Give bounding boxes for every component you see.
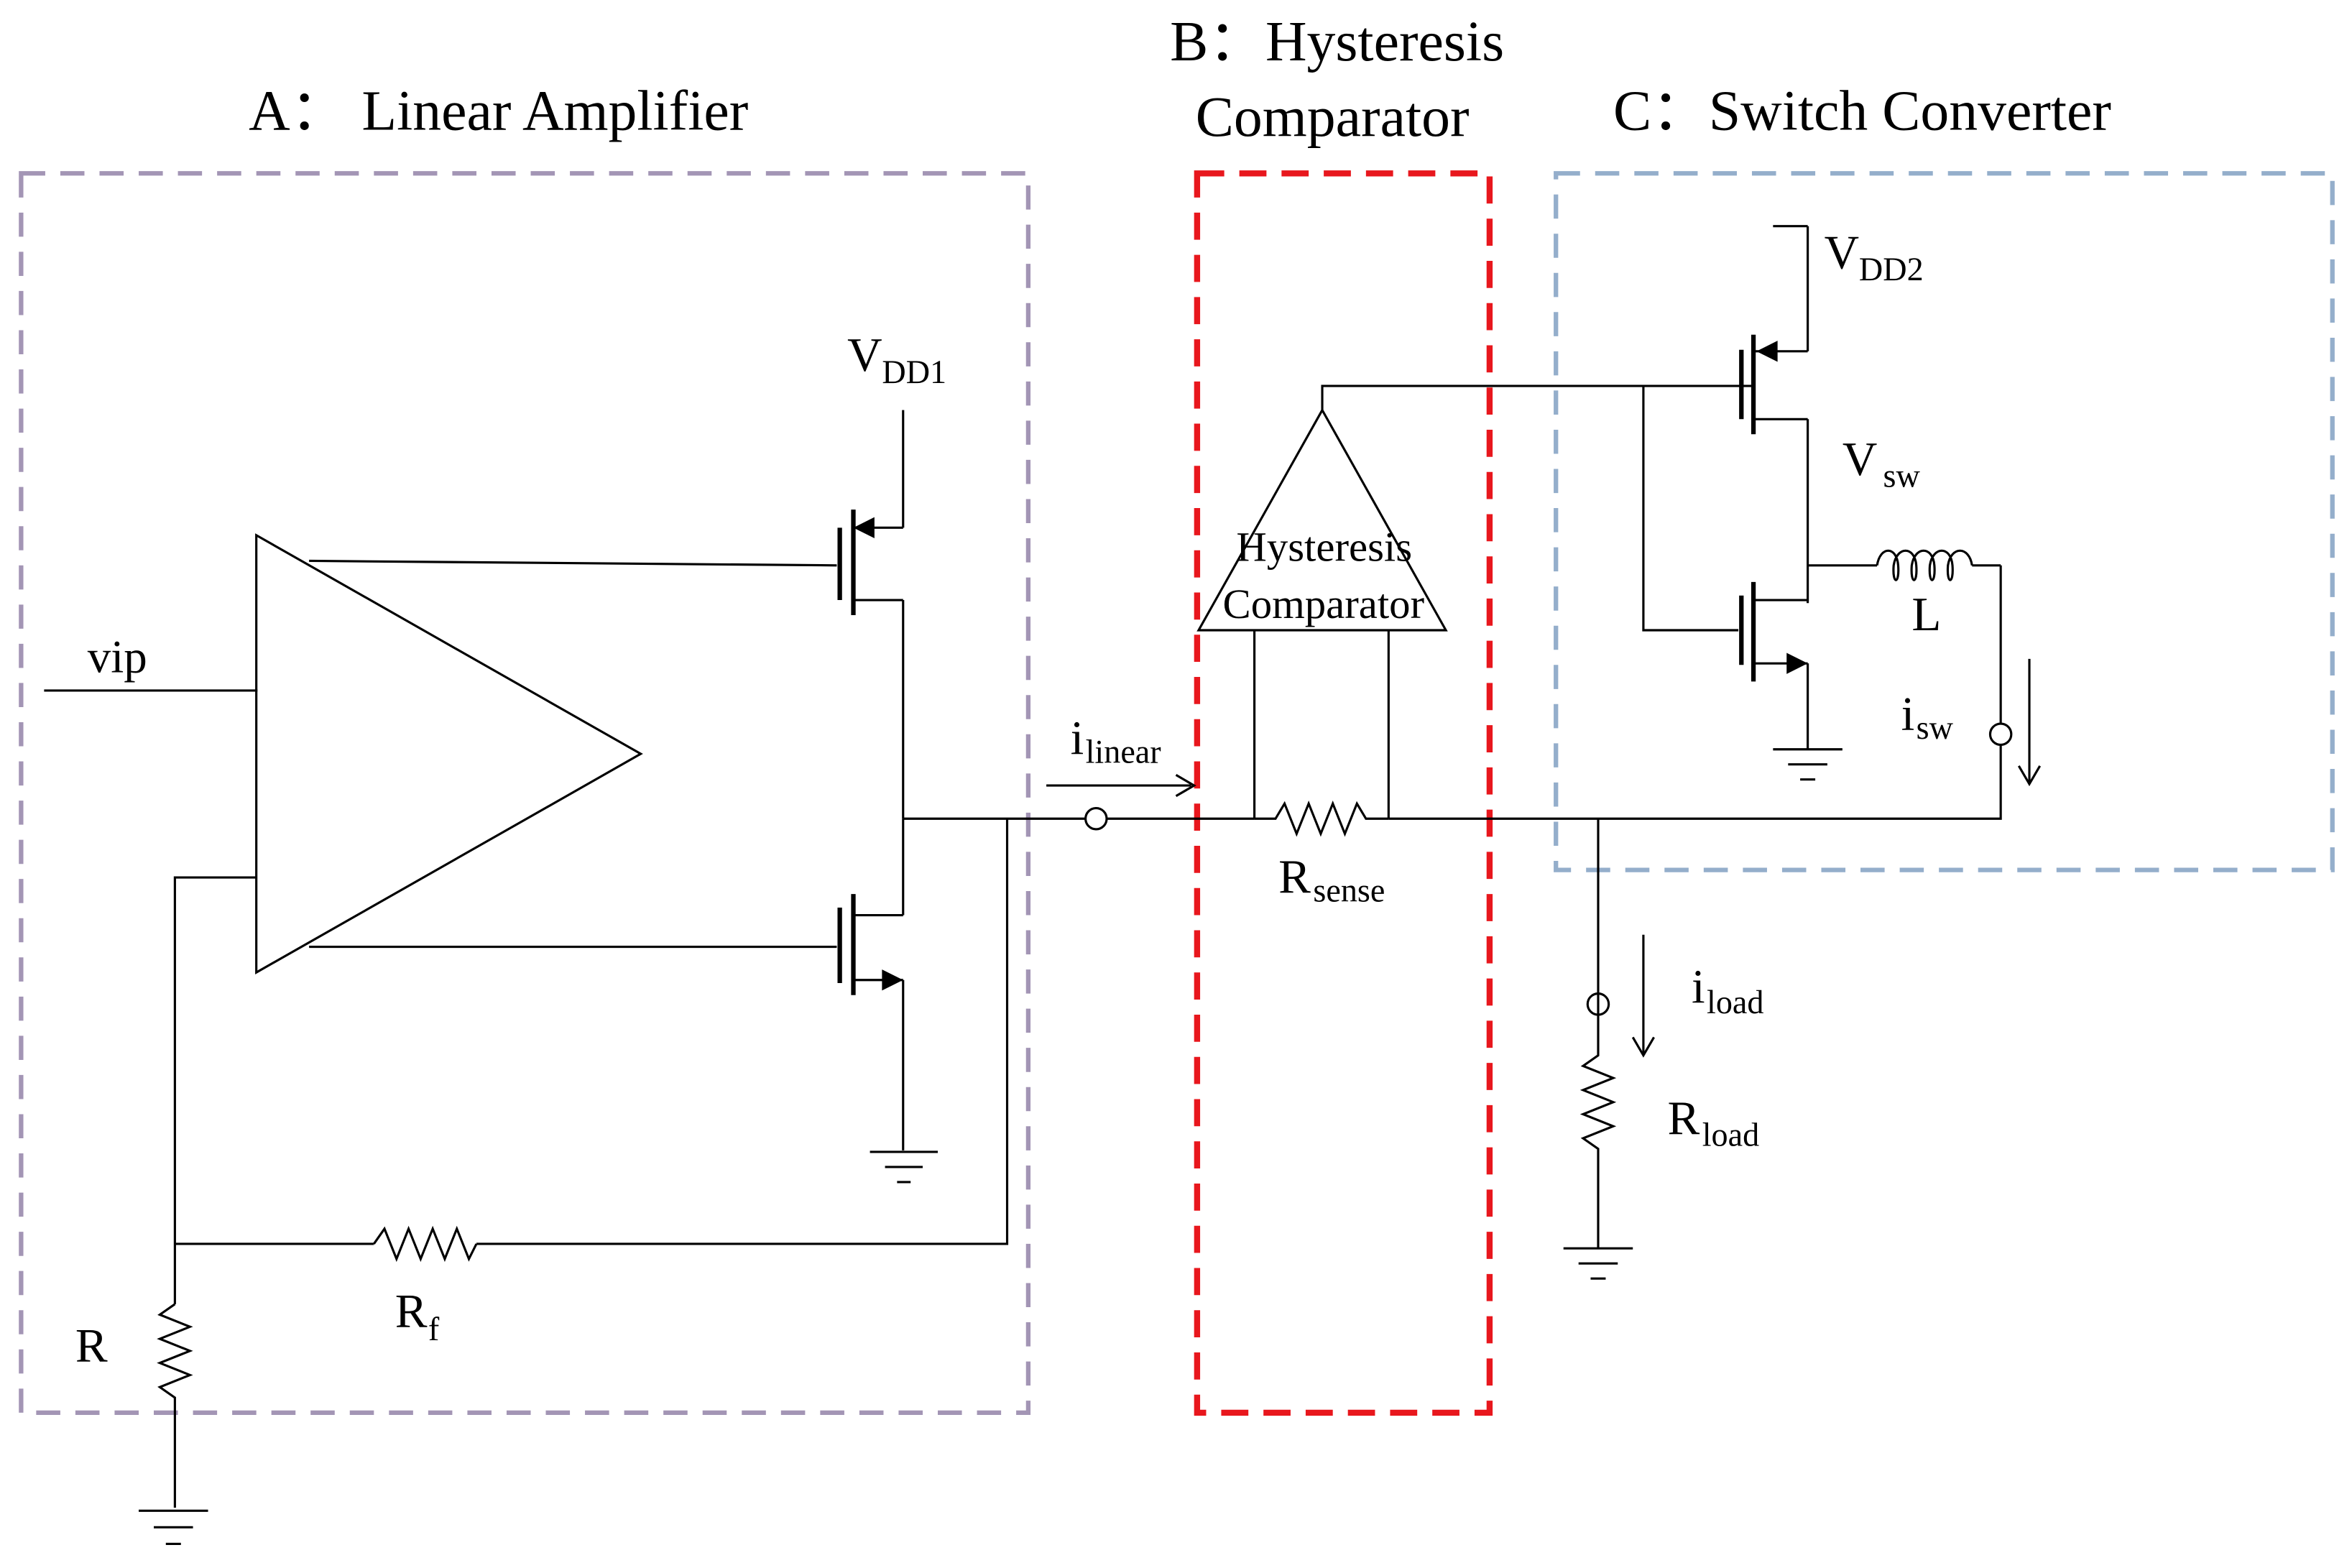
title-switch-converter: C：Switch Converter <box>1613 79 2111 142</box>
rf-subscript: f <box>428 1311 440 1347</box>
switch-converter-box <box>1554 171 2335 872</box>
hysteresis-comparator-triangle <box>1196 407 1448 632</box>
r-resistor <box>157 1303 193 1508</box>
rsense-label: R <box>1278 849 1311 903</box>
rf-resistor <box>373 1225 478 1263</box>
ilinear-arrow-head <box>1175 774 1196 798</box>
isw-probe-icon <box>1988 722 2013 747</box>
inductor-label: L <box>1911 587 1941 641</box>
iload-subscript: load <box>1707 984 1763 1020</box>
feedback-loop-wire <box>175 818 1009 1245</box>
vdd2-label: V <box>1825 225 1859 279</box>
rf-label: R <box>395 1283 428 1337</box>
inductor-coil-icon <box>1876 550 1973 581</box>
switch-nmos-transistor <box>1739 581 1809 750</box>
rload-resistor <box>1579 818 1617 1249</box>
output-bus-wire <box>1388 565 2002 820</box>
comparator-label-line2: Comparator <box>1223 581 1425 627</box>
rload-label: R <box>1667 1091 1700 1145</box>
rsense-resistor <box>1254 801 1389 837</box>
title-linear-amplifier: A： Linear Amplifier <box>249 79 748 142</box>
iload-label: i <box>1692 959 1705 1013</box>
isw-arrow-head <box>2017 765 2042 787</box>
switch-pmos-transistor <box>1739 225 1809 604</box>
vip-label: vip <box>88 632 147 683</box>
opamp-to-pmos-gate-wire <box>309 559 837 567</box>
vsw-subscript: sw <box>1883 458 1920 494</box>
title-hysteresis-line2: Comparator <box>1196 86 1470 149</box>
ground-icon <box>870 1150 939 1184</box>
rload-subscript: load <box>1702 1117 1759 1153</box>
comparator-output-wire <box>1321 384 1754 410</box>
ilinear-probe-icon <box>1084 806 1108 831</box>
r-label: R <box>75 1319 108 1373</box>
rsense-subscript: sense <box>1313 872 1385 909</box>
comparator-label-line1: Hysteresis <box>1236 523 1412 570</box>
ground-icon <box>139 1509 208 1546</box>
op-amp-triangle <box>255 533 643 974</box>
ground-icon <box>1563 1247 1633 1280</box>
vsw-label: V <box>1843 432 1877 486</box>
iload-arrow-head <box>1631 1036 1655 1058</box>
vdd1-subscript: DD1 <box>882 354 946 390</box>
title-hysteresis-line1: B：Hysteresis <box>1170 10 1504 73</box>
vdd1-label: V <box>847 328 882 382</box>
isw-label: i <box>1901 686 1915 740</box>
ilinear-label: i <box>1071 711 1084 765</box>
linear-nmos-transistor <box>837 818 905 1150</box>
feedback-input-wire <box>173 876 257 1304</box>
linear-amplifier-box <box>19 171 1031 1416</box>
hysteresis-comparator-box <box>1194 170 1493 1416</box>
ground-icon <box>1773 748 1843 781</box>
isw-subscript: sw <box>1917 709 1954 746</box>
linear-pmos-transistor <box>837 410 905 819</box>
vdd2-subscript: DD2 <box>1859 251 1924 287</box>
ilinear-subscript: linear <box>1086 734 1161 770</box>
switch-gate-drive-wire <box>1642 386 1739 632</box>
